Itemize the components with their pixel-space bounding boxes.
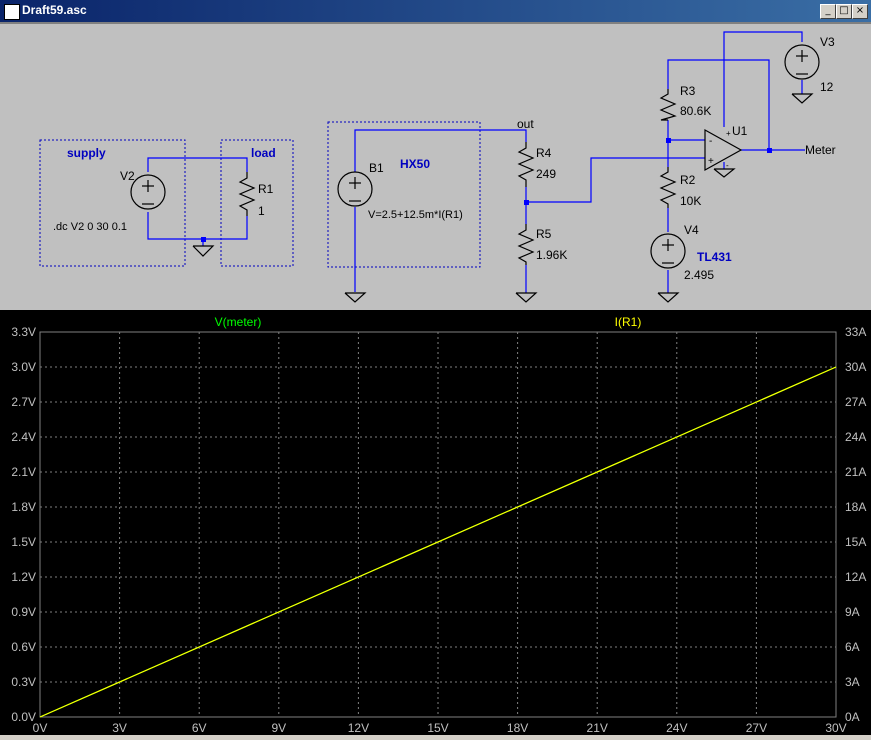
r5-label: R5 <box>536 227 552 241</box>
y-left-tick-label: 2.7V <box>11 395 36 409</box>
r4-label: R4 <box>536 146 552 160</box>
x-tick-label: 12V <box>348 721 369 735</box>
x-tick-label: 27V <box>746 721 767 735</box>
y-right-tick-label: 12A <box>845 570 866 584</box>
y-left-tick-label: 2.1V <box>11 465 36 479</box>
voltage-source-v2[interactable] <box>130 174 166 210</box>
voltage-source-v4[interactable] <box>650 233 686 269</box>
svg-text:-: - <box>709 136 712 147</box>
y-right-tick-label: 24A <box>845 430 866 444</box>
grid <box>40 332 836 717</box>
schematic-pane[interactable]: - + + - V2 R1 1 B1 V=2.5+12.5m*I(R1) R4 … <box>0 22 871 310</box>
x-tick-label: 6V <box>192 721 207 735</box>
y-right-tick-label: 0A <box>845 710 860 724</box>
series-lines <box>39 366 837 718</box>
opamp-u1[interactable]: - + + - <box>704 128 743 172</box>
y-right-tick-label: 15A <box>845 535 866 549</box>
x-tick-label: 3V <box>112 721 127 735</box>
y-left-tick-labels: 0.0V 0.3V 0.6V 0.9V 1.2V 1.5V 1.8V 2.1V 2.4V 2.7V… <box>11 325 36 724</box>
y-right-tick-label: 27A <box>845 395 866 409</box>
supply-box-label: supply <box>67 146 106 160</box>
plot-frame <box>39 331 837 718</box>
ground-symbols <box>192 93 814 303</box>
resistor-r1[interactable] <box>238 172 256 216</box>
load-box-label: load <box>251 146 276 160</box>
v4-type-label: TL431 <box>697 250 732 264</box>
svg-text:+: + <box>708 156 714 167</box>
y-left-tick-label: 1.5V <box>11 535 36 549</box>
resistor-r5[interactable] <box>517 224 535 265</box>
resistor-r2[interactable] <box>659 167 677 208</box>
minimize-button[interactable]: _ <box>820 4 836 19</box>
resistor-r3[interactable] <box>659 89 677 121</box>
r4-value: 249 <box>536 167 556 181</box>
y-right-tick-label: 3A <box>845 675 860 689</box>
r5-value: 1.96K <box>536 248 567 262</box>
y-left-tick-label: 0.6V <box>11 640 36 654</box>
x-tick-labels: 0V 3V 6V 9V 12V 15V 18V 21V 24V 27V 30V <box>33 721 847 735</box>
y-right-tick-label: 6A <box>845 640 860 654</box>
hx50-box-label: HX50 <box>400 157 430 171</box>
legend-v-meter[interactable]: V(meter) <box>215 315 262 329</box>
x-tick-label: 21V <box>587 721 608 735</box>
u1-label: U1 <box>732 124 748 138</box>
b1-expression: V=2.5+12.5m*I(R1) <box>368 209 463 221</box>
y-left-tick-label: 1.8V <box>11 500 36 514</box>
y-left-tick-label: 3.3V <box>11 325 36 339</box>
y-left-tick-label: 3.0V <box>11 360 36 374</box>
r2-label: R2 <box>680 173 696 187</box>
behavioral-source-b1[interactable] <box>337 171 373 207</box>
wires <box>147 31 805 293</box>
hx50-box <box>327 121 481 268</box>
x-tick-label: 9V <box>271 721 286 735</box>
svg-text:+: + <box>726 129 731 138</box>
y-right-tick-label: 33A <box>845 325 866 339</box>
voltage-source-v3[interactable] <box>784 44 820 80</box>
b1-label: B1 <box>369 161 384 175</box>
r3-value: 80.6K <box>680 104 711 118</box>
y-left-tick-label: 0.3V <box>11 675 36 689</box>
y-right-tick-label: 9A <box>845 605 860 619</box>
v2-label: V2 <box>120 169 135 183</box>
load-box <box>220 139 294 267</box>
r3-label: R3 <box>680 84 696 98</box>
resistor-r4[interactable] <box>517 142 535 187</box>
v4-value: 2.495 <box>684 268 714 282</box>
v3-value: 12 <box>820 80 834 94</box>
supply-box <box>39 139 186 267</box>
junction-dots <box>201 138 772 242</box>
app-icon <box>4 4 20 20</box>
v3-label: V3 <box>820 35 835 49</box>
x-tick-label: 24V <box>666 721 687 735</box>
y-left-tick-label: 2.4V <box>11 430 36 444</box>
net-label-meter: Meter <box>805 143 836 157</box>
v4-label: V4 <box>684 223 699 237</box>
r2-value: 10K <box>680 194 701 208</box>
y-left-tick-label: 0.9V <box>11 605 36 619</box>
net-label-out: out <box>517 117 534 131</box>
y-right-tick-label: 21A <box>845 465 866 479</box>
window-titlebar: Draft59.asc _ □ × <box>0 0 871 22</box>
y-right-tick-label: 30A <box>845 360 866 374</box>
x-tick-label: 0V <box>33 721 48 735</box>
series-line-1 <box>39 366 837 718</box>
legend-i-r1[interactable]: I(R1) <box>615 315 642 329</box>
spice-directive: .dc V2 0 30 0.1 <box>53 221 127 233</box>
x-tick-label: 15V <box>427 721 448 735</box>
close-button[interactable]: × <box>852 4 868 19</box>
maximize-button[interactable]: □ <box>836 4 852 19</box>
y-left-tick-label: 1.2V <box>11 570 36 584</box>
window-title: Draft59.asc <box>22 3 87 17</box>
x-tick-label: 18V <box>507 721 528 735</box>
r1-label: R1 <box>258 182 274 196</box>
x-tick-label: 30V <box>825 721 846 735</box>
y-right-tick-labels: 0A 3A 6A 9A 12A 15A 18A 21A 24A 27A 30A 33A <box>845 325 866 724</box>
y-left-tick-label: 0.0V <box>11 710 36 724</box>
r1-value: 1 <box>258 204 265 218</box>
svg-text:-: - <box>726 161 729 170</box>
y-right-tick-label: 18A <box>845 500 866 514</box>
